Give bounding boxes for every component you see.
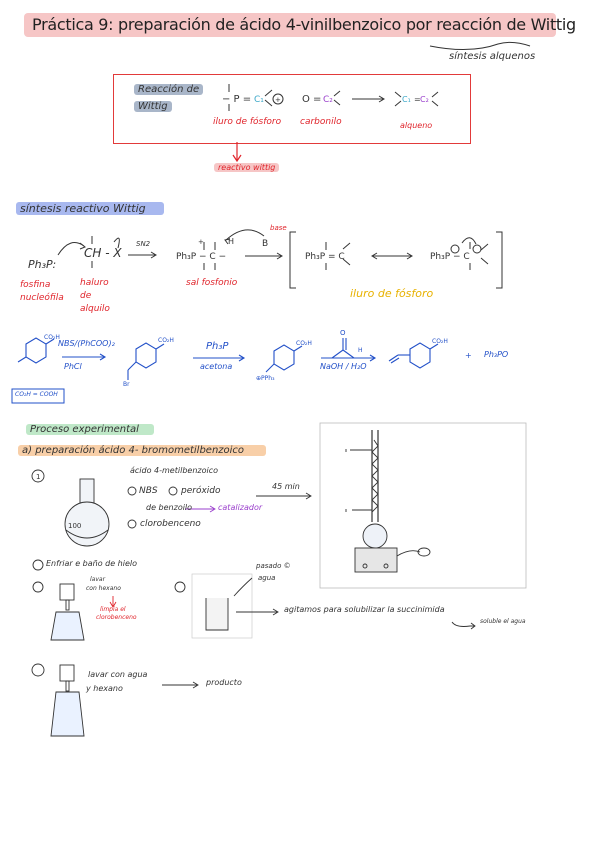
cooh-note: CO₂H = COOH	[15, 391, 58, 398]
ch-x-reactant: CH - X	[84, 246, 122, 260]
svg-text:Ph₃P − C −: Ph₃P − C −	[176, 252, 226, 262]
wittig-label-line2: Wittig	[134, 101, 172, 112]
haluro-label: haluro de alquilo	[80, 278, 110, 314]
svg-text:B: B	[262, 239, 268, 249]
step3-lavar: lavar	[90, 576, 106, 583]
reagent-nbs-step1: NBS	[139, 486, 158, 496]
carbonilo-label: carbonilo	[300, 117, 342, 127]
svg-text:− P =: − P =	[222, 94, 251, 105]
wittig-label-line1: Reacción de	[134, 84, 204, 95]
svg-text:C₂: C₂	[323, 95, 333, 105]
step5-lavar: lavar con agua	[88, 670, 148, 679]
step4-note: soluble el agua	[480, 618, 526, 625]
step4-text: agitamos para solubilizar la succinimida	[284, 605, 445, 614]
fosfina-label: fosfina nucleófila	[20, 280, 64, 303]
subsection-a-heading: a) preparación ácido 4- bromometilbenzoi…	[18, 445, 266, 456]
svg-text:CO₂H: CO₂H	[296, 340, 312, 347]
page-title: Práctica 9: preparación de ácido 4-vinil…	[32, 15, 576, 34]
step2-text: Enfriar e baño de hielo	[46, 559, 138, 568]
reagent-naoh: NaOH / H₂O	[320, 362, 367, 371]
subtitle-sintesis-alquenos: síntesis alquenos	[449, 51, 536, 62]
solvent-phcl: PhCl	[64, 362, 82, 371]
solvent-acetona: acetona	[200, 362, 233, 371]
reactivo-wittig-label: reactivo wittig	[214, 163, 280, 172]
reagent-ph3p: Ph₃P	[206, 341, 229, 352]
alqueno-label: alqueno	[400, 121, 433, 130]
reagent-nbs: NBS/(PhCOO)₂	[58, 339, 115, 348]
ph3p-reactant: Ph₃P:	[28, 258, 57, 271]
section-sintesis-reactivo-heading: síntesis reactivo Wittig	[16, 202, 164, 215]
svg-text:H: H	[228, 237, 234, 246]
svg-text:+: +	[275, 96, 281, 104]
step3-limpia: limpia el	[100, 606, 126, 613]
svg-text:CO₂H: CO₂H	[432, 338, 448, 345]
svg-text:CO₂H: CO₂H	[44, 334, 60, 341]
svg-text:C₁: C₁	[254, 95, 264, 105]
iluro-fosforo-label: iluro de fósforo	[350, 287, 434, 300]
svg-text:=: =	[414, 95, 421, 104]
svg-text:CO₂H: CO₂H	[158, 337, 174, 344]
svg-text:C₁: C₁	[402, 95, 411, 104]
step4-pasado: pasado ©	[256, 562, 291, 570]
svg-text:O =: O =	[302, 94, 321, 105]
proceso-experimental-heading: Proceso experimental	[26, 424, 154, 435]
svg-text:Ph₃P − C: Ph₃P − C	[430, 252, 470, 262]
plus-sign: +	[465, 351, 472, 360]
svg-text:Ph₃P = C: Ph₃P = C	[305, 252, 345, 262]
iluro-label: iluro de fósforo	[213, 117, 282, 127]
sn2-label: SN2	[136, 240, 151, 248]
reagent-clorobenceno: clorobenceno	[140, 519, 201, 529]
time-45min: 45 min	[272, 482, 300, 491]
step4-agua: agua	[258, 574, 276, 582]
step5-hexano: y hexano	[86, 684, 123, 693]
svg-text:O: O	[340, 329, 346, 337]
page-title-highlight: Práctica 9: preparación de ácido 4-vinil…	[24, 13, 576, 37]
reagent-acido-metilbenzoico: ácido 4-metilbenzoico	[130, 466, 218, 475]
svg-text:100: 100	[68, 522, 81, 530]
reagent-de-benzoilo: de benzoilo	[146, 503, 193, 512]
svg-text:+: +	[198, 238, 204, 246]
step3-clorobenceno: clorobenceno	[96, 614, 137, 621]
step3-hexano: con hexano	[86, 585, 121, 592]
svg-text:⊕PPh₃: ⊕PPh₃	[256, 375, 275, 382]
step5-producto: producto	[206, 678, 242, 687]
reagent-peroxido: peróxido	[181, 486, 221, 496]
catalizador-label: catalizador	[218, 503, 263, 512]
base-label: base	[270, 224, 287, 232]
svg-text:1: 1	[36, 473, 40, 481]
svg-text:Br: Br	[123, 381, 130, 388]
sal-fosfonio-label: sal fosfonio	[186, 278, 238, 288]
byproduct-ph3po: Ph₃PO	[484, 350, 509, 359]
svg-text:H: H	[358, 347, 363, 354]
wittig-reaction-box	[113, 74, 471, 144]
svg-text:C₂: C₂	[420, 95, 429, 104]
